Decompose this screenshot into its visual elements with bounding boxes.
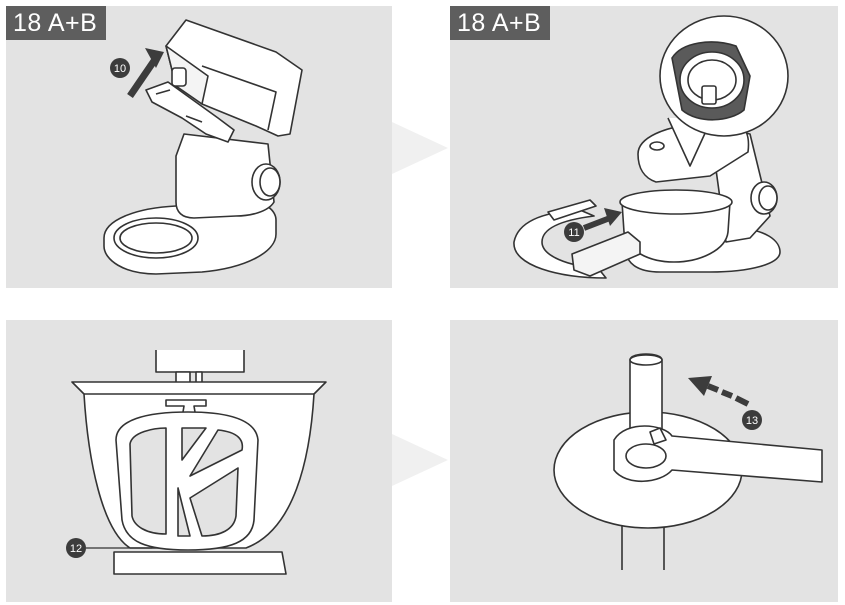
next-step-arrow-icon [392,434,448,486]
panel-tag: 18 A+B [6,6,107,40]
mixer-tilt-head-illustration: 10 [103,19,303,275]
panel-step-11: 18 A+B [450,6,838,288]
svg-text:11: 11 [568,227,579,239]
step-number-badge: 10 [110,58,130,78]
svg-text:13: 13 [746,415,758,427]
svg-text:10: 10 [114,63,126,75]
panel-step-13: 13 [450,320,838,602]
mixer-splash-guard-illustration: 11 [513,15,789,279]
panel-tag: 18 A+B [450,6,551,40]
next-step-arrow-icon [392,122,448,174]
panel-step-12: 12 [6,320,392,602]
panel-step-10: 18 A+B 10 [6,6,392,288]
svg-text:12: 12 [70,543,82,555]
k-beater-in-bowl-illustration: 12 [66,350,327,575]
spanner-tighten-illustration: 13 [553,353,823,570]
step-number-badge: 12 [66,538,86,558]
step-number-badge: 11 [564,222,584,242]
step-number-badge: 13 [742,410,762,430]
